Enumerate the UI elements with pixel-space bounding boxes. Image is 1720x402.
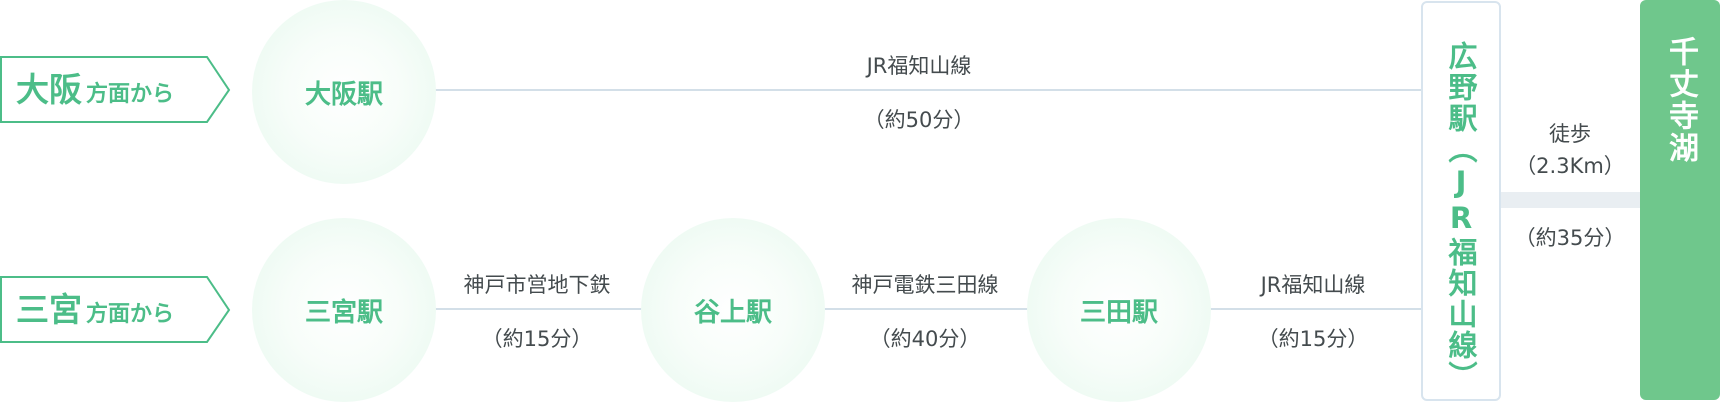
station-hirono: 広野駅（JR福知山線） (1421, 1, 1501, 401)
walk-time: （約35分） (1514, 226, 1626, 250)
route-time-seg3: （約15分） (1257, 327, 1369, 351)
route-time-osaka: （約50分） (863, 108, 975, 132)
route-time-seg1: （約15分） (481, 327, 593, 351)
walk-label: 徒歩 (1549, 122, 1591, 146)
destination-label: 千丈寺湖 (1663, 36, 1698, 164)
origin-suffix: 方面から (86, 82, 175, 107)
route-time-seg2: （約40分） (869, 327, 981, 351)
route-line-sanda-hirono (1205, 308, 1421, 310)
route-line-tanigami-sanda (820, 308, 1040, 310)
origin-name: 大阪 (16, 70, 82, 109)
origin-label-sannomiya: 三宮方面から (0, 276, 231, 343)
route-name-seg2: 神戸電鉄三田線 (851, 273, 999, 297)
route-name-seg1: 神戸市営地下鉄 (463, 273, 611, 297)
arrow-tag-shape (0, 276, 231, 343)
station-sannomiya: 三宮駅 (252, 218, 436, 402)
walk-route-bar (1499, 192, 1640, 208)
route-name-seg3: JR福知山線 (1260, 273, 1366, 297)
arrow-tag-shape (0, 56, 231, 123)
station-osaka: 大阪駅 (252, 0, 436, 184)
destination-senjoji-lake: 千丈寺湖 (1640, 0, 1720, 400)
station-sanda: 三田駅 (1027, 218, 1211, 402)
station-hirono-label: 広野駅（JR福知山線） (1444, 41, 1478, 392)
origin-label-osaka: 大阪方面から (0, 56, 231, 123)
origin-name: 三宮 (16, 290, 82, 329)
route-name-osaka: JR福知山線 (866, 54, 972, 78)
walk-distance: （2.3Km） (1515, 154, 1625, 178)
origin-suffix: 方面から (86, 302, 175, 327)
station-tanigami: 谷上駅 (641, 218, 825, 402)
route-line-osaka (430, 89, 1421, 91)
route-line-sannomiya-tanigami (430, 308, 650, 310)
